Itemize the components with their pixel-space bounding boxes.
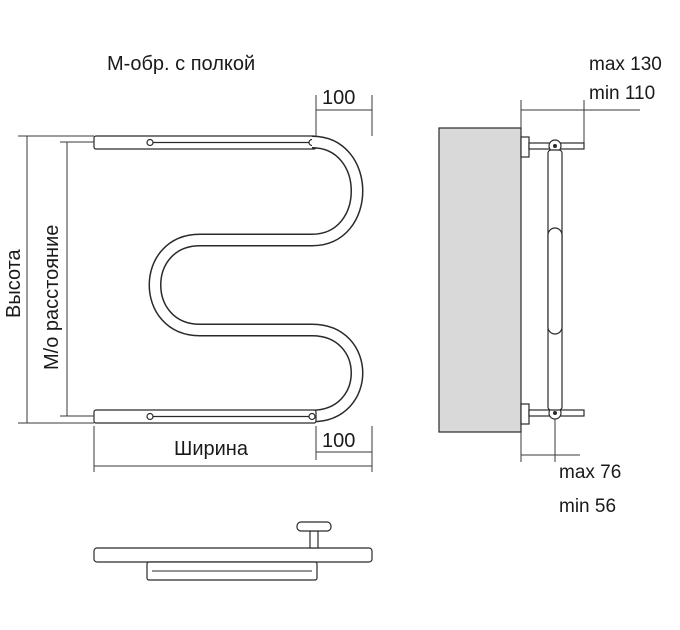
bottom-offset-min-label: min 56	[559, 496, 616, 517]
top-shelf-depth-dimension: 100	[315, 87, 373, 136]
top-offset-dimension: max 130 min 110	[520, 54, 662, 143]
bottom-shelf-depth-label: 100	[322, 430, 355, 452]
bottom-shelf-depth-dimension: 100	[315, 426, 373, 460]
mounting-post	[296, 521, 332, 549]
side-view: max 130 min 110 max 76 min 56	[438, 54, 662, 517]
wall	[438, 127, 522, 433]
bottom-offset-dimension: max 76 min 56	[520, 419, 621, 517]
center-distance-label: М/о расстояние	[41, 225, 63, 370]
width-label: Ширина	[174, 438, 249, 460]
front-view: 100 100 Высота М/о расстояние	[3, 87, 373, 472]
top-shelf-bar	[93, 135, 317, 150]
bottom-shelf-bar	[93, 409, 317, 424]
shelf-plate	[93, 547, 373, 563]
side-tube	[547, 149, 563, 411]
top-view	[93, 521, 373, 581]
top-shelf-depth-label: 100	[322, 87, 355, 109]
m-shaped-tube	[148, 135, 364, 423]
bottom-offset-max-label: max 76	[559, 462, 621, 483]
top-offset-max-label: max 130	[589, 54, 662, 75]
width-dimension: Ширина	[93, 426, 373, 472]
height-label: Высота	[3, 248, 25, 318]
top-offset-min-label: min 110	[589, 83, 655, 104]
height-dimension: Высота	[3, 135, 94, 424]
diagram-title: М-обр. с полкой	[107, 53, 255, 75]
top-wall-bracket	[520, 136, 585, 158]
center-distance-dimension: М/о расстояние	[41, 141, 94, 417]
